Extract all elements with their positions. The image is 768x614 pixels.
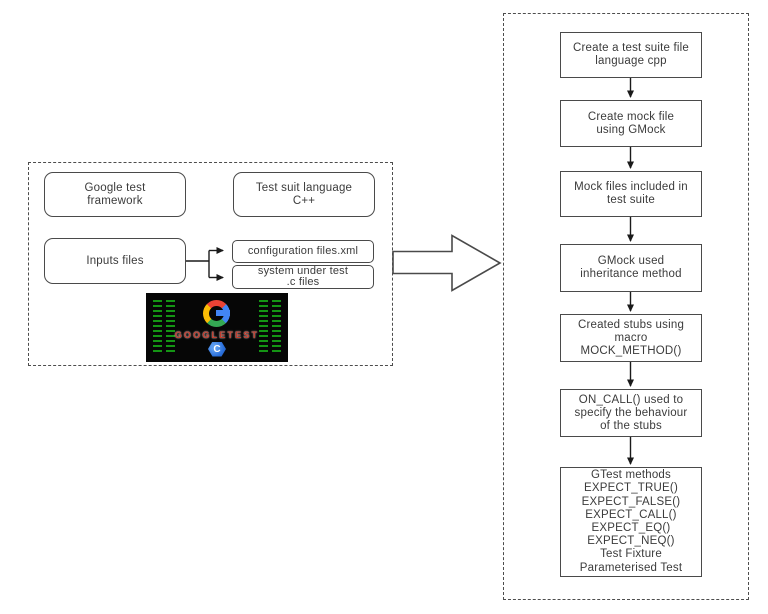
flow-step-created-stubs: Created stubs using macro MOCK_METHOD()	[560, 314, 702, 362]
big-right-arrow	[392, 234, 502, 292]
test-suit-language-label: Test suit language C++	[255, 181, 353, 207]
inputs-files-label: Inputs files	[86, 254, 144, 267]
flow-step-mock-files-included: Mock files included in test suite	[560, 171, 702, 217]
flow-step-label: ON_CALL() used to specify the behaviour …	[574, 393, 688, 432]
cpp-badge-icon: C	[207, 341, 226, 357]
flow-step-label: Mock files included in test suite	[574, 181, 688, 206]
flow-step-on-call: ON_CALL() used to specify the behaviour …	[560, 389, 702, 437]
green-code-strip-right-icon	[259, 300, 281, 355]
logo-center-stack: GOOGLETEST C	[174, 299, 260, 357]
code-column	[259, 300, 268, 355]
flow-step-label: Created stubs using macro MOCK_METHOD()	[577, 318, 685, 357]
cpp-badge-letter: C	[213, 343, 221, 355]
google-test-framework-box: Google test framework	[44, 172, 186, 217]
flow-step-label: Create a test suite file language cpp	[572, 42, 690, 67]
code-column	[153, 300, 162, 355]
flow-panel	[503, 13, 749, 600]
code-column	[272, 300, 281, 355]
flow-step-gtest-methods: GTest methods EXPECT_TRUE() EXPECT_FALSE…	[560, 467, 702, 577]
flow-step-create-test-suite: Create a test suite file language cpp	[560, 32, 702, 78]
test-suit-language-box: Test suit language C++	[233, 172, 375, 217]
system-under-test-box: system under test .c files	[232, 265, 374, 289]
google-g-bar	[216, 310, 231, 316]
flow-step-create-mock-file: Create mock file using GMock	[560, 100, 702, 147]
green-code-strip-left-icon	[153, 300, 175, 355]
googletest-logo: GOOGLETEST C	[146, 293, 288, 362]
flow-step-gmock-inheritance: GMock used inheritance method	[560, 244, 702, 292]
googletest-logo-title: GOOGLETEST	[174, 329, 260, 340]
code-column	[166, 300, 175, 355]
flow-step-label: GTest methods EXPECT_TRUE() EXPECT_FALSE…	[579, 469, 683, 574]
google-test-framework-label: Google test framework	[84, 181, 146, 207]
flow-step-label: GMock used inheritance method	[580, 255, 682, 280]
flow-step-label: Create mock file using GMock	[587, 110, 675, 136]
google-g-icon	[203, 299, 231, 327]
system-under-test-label: system under test .c files	[257, 265, 349, 288]
configuration-files-box: configuration files.xml	[232, 240, 374, 263]
inputs-files-box: Inputs files	[44, 238, 186, 284]
configuration-files-label: configuration files.xml	[247, 245, 359, 257]
